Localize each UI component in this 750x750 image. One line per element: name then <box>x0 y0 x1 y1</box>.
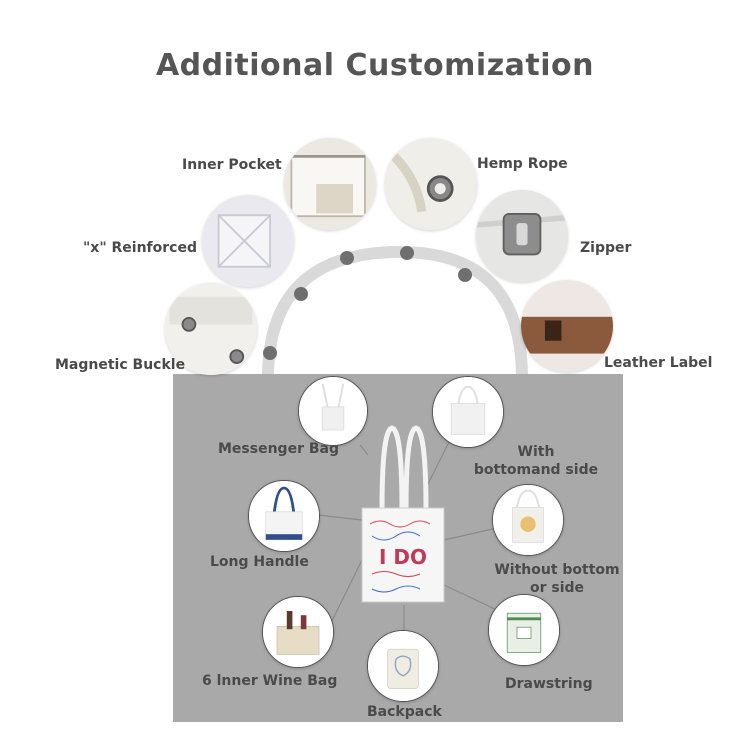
wine-bag-label: 6 lnner Wine Bag <box>202 673 338 689</box>
inner-pocket-photo <box>284 138 376 230</box>
drawstring-photo <box>488 594 560 666</box>
center-tote-bag: I DO <box>361 425 445 603</box>
messenger-bag-label: Messenger Bag <box>218 441 339 457</box>
backpack-label: Backpack <box>367 704 442 720</box>
magnetic-buckle-label: Magnetic Buckle <box>55 357 186 373</box>
without-bottom-or-side-label: Without bottom or side <box>494 562 620 596</box>
inner-pocket-label: Inner Pocket <box>182 157 282 173</box>
handle-dot-1 <box>263 346 277 360</box>
without-bottom-or-side-photo <box>492 484 564 556</box>
backpack-photo <box>367 630 439 702</box>
with-bottom-and-side-label: With bottomand side <box>473 444 599 478</box>
page-title: Additional Customization <box>155 48 595 83</box>
handle-dot-3 <box>340 251 354 265</box>
x-reinforced-photo <box>202 195 294 287</box>
hemp-rope-photo <box>385 138 477 230</box>
messenger-bag-photo <box>298 376 368 446</box>
handle-dot-5 <box>458 268 472 282</box>
long-handle-photo <box>248 480 320 552</box>
hemp-rope-label: Hemp Rope <box>477 156 568 172</box>
center-bag-print-text: I DO <box>379 545 427 569</box>
zipper-label: Zipper <box>580 240 632 256</box>
magnetic-buckle-photo <box>165 283 257 375</box>
leather-label-photo <box>521 280 613 372</box>
drawstring-label: Drawstring <box>505 676 593 692</box>
x-reinforced-label: "x" Reinforced <box>83 240 197 256</box>
handle-dot-2 <box>294 287 308 301</box>
long-handle-label: Long Handle <box>210 554 309 570</box>
handle-dot-4 <box>400 246 414 260</box>
leather-label-label: Leather Label <box>604 355 713 371</box>
zipper-photo <box>476 190 568 282</box>
wine-bag-photo <box>262 596 334 668</box>
with-bottom-and-side-photo <box>432 376 504 448</box>
